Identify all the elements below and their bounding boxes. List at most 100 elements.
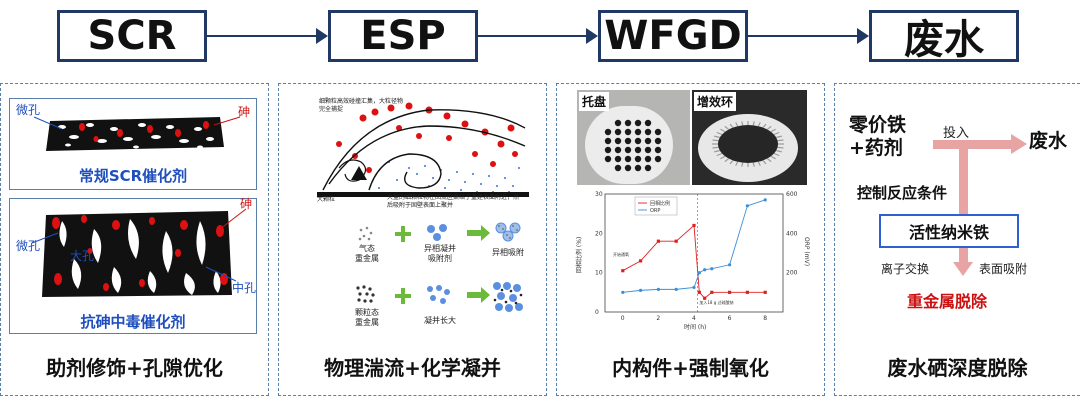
series-point-0 xyxy=(656,239,660,243)
y-axis-label: 回相比例 (%) xyxy=(575,237,583,273)
series-point-0 xyxy=(697,290,701,294)
ring-shape xyxy=(698,114,798,182)
x-tick-label: 6 xyxy=(728,315,732,322)
y-tick-label: 10 xyxy=(595,270,603,277)
conventional-catalyst-image xyxy=(33,116,241,151)
gas-metal-label: 气态 重金属 xyxy=(355,244,379,263)
panel-scr: 微孔 砷 常规SCR催化剂 xyxy=(0,83,269,396)
ring-label: 增效环 xyxy=(694,92,737,111)
flow-label-esp: ESP xyxy=(360,13,446,59)
series-point-1 xyxy=(674,287,678,291)
micropore-label: 微孔 xyxy=(16,103,41,117)
agglomerant-icon xyxy=(427,285,450,304)
series-point-1 xyxy=(763,198,767,202)
ring-photo: 增效环 xyxy=(692,90,807,185)
gas-metal-icon xyxy=(358,226,373,241)
micropore-label-2: 微孔 xyxy=(16,239,41,253)
adsorbent-icon xyxy=(427,224,447,241)
y2-axis-label: ORP (mV) xyxy=(803,237,810,266)
series-point-0 xyxy=(703,296,707,300)
x-axis-label: 时间 (h) xyxy=(684,323,706,331)
series-point-0 xyxy=(621,269,625,273)
flow-box-esp: ESP xyxy=(328,10,478,62)
agglomeration-label: 凝并长大 xyxy=(424,316,456,325)
flow-box-wfgd: WFGD xyxy=(598,10,748,62)
series-point-0 xyxy=(763,290,767,294)
series-point-1 xyxy=(745,204,749,208)
series-point-1 xyxy=(692,285,696,290)
series-point-1 xyxy=(639,288,643,292)
anti-arsenic-catalyst-caption: 抗砷中毒催化剂 xyxy=(80,313,186,331)
flow-label-wfgd: WFGD xyxy=(604,13,742,59)
x-tick-label: 8 xyxy=(763,315,767,322)
series-point-0 xyxy=(692,223,696,228)
series-point-0 xyxy=(728,290,732,294)
series-point-0 xyxy=(674,239,678,243)
series-point-1 xyxy=(621,290,625,294)
pink-arrow-shaft xyxy=(933,140,1011,149)
green-arrow-2-head xyxy=(481,287,490,303)
green-arrow-2 xyxy=(467,292,481,298)
flow-arrow-1 xyxy=(207,28,328,44)
y-tick-label: 30 xyxy=(595,191,603,198)
series-point-0 xyxy=(710,290,714,294)
flow-box-wastewater: 废水 xyxy=(869,10,1019,63)
adsorbent-label: 异相凝并 吸附剂 xyxy=(424,244,456,263)
wastewater-label: 废水 xyxy=(1029,130,1068,152)
arsenic-label: 砷 xyxy=(238,105,251,119)
annotation-persulfate: 加入18 g 过硫酸钠 xyxy=(699,299,733,305)
esp-note-large-particle: 大颗粒 xyxy=(317,196,336,203)
y2-tick-label: 600 xyxy=(786,191,798,198)
legend-label: ORP xyxy=(650,208,660,214)
panel-wastewater: 零价铁 +药剂 投入 废水 控制反应条件 活性纳米铁 离子交换 表面吸附 重金属… xyxy=(834,83,1080,396)
y2-tick-label: 400 xyxy=(786,230,798,237)
particulate-metal-icon xyxy=(356,285,375,303)
panel-esp-caption: 物理湍流+化学凝并 xyxy=(324,356,501,380)
tray-photo: 托盘 xyxy=(577,90,690,185)
series-point-1 xyxy=(703,268,707,272)
flow-arrow-3 xyxy=(748,28,869,44)
ion-exchange-label: 离子交换 xyxy=(881,262,930,276)
legend-label: 回相比例 xyxy=(650,200,670,207)
anti-arsenic-catalyst-box: 砷 微孔 大孔 中孔 抗砷中毒催化剂 xyxy=(9,197,257,334)
flow-arrow-2 xyxy=(478,28,598,44)
tray-label: 托盘 xyxy=(579,92,610,111)
green-arrow-1 xyxy=(467,230,481,236)
x-tick-label: 0 xyxy=(621,315,625,322)
heavy-metal-removal-label: 重金属脱除 xyxy=(907,292,988,311)
plus-icon-1 xyxy=(395,226,411,242)
x-tick-label: 4 xyxy=(692,315,696,322)
chart-frame xyxy=(604,193,784,313)
series-point-0 xyxy=(745,290,749,294)
legend-box xyxy=(634,196,678,216)
plus-icon-2 xyxy=(395,288,411,304)
series-point-1 xyxy=(710,267,714,271)
pink-arrow-down-head xyxy=(953,262,973,276)
panel-scr-caption: 助剂修饰+孔隙优化 xyxy=(46,356,223,380)
pink-arrow-down xyxy=(959,148,968,262)
annotation-start: 开始通氧 xyxy=(613,251,629,257)
turbulence-diagram xyxy=(317,102,529,197)
y-tick-label: 20 xyxy=(595,230,603,237)
adsorption-label: 异相吸附 xyxy=(492,248,524,257)
panel-wfgd-caption: 内构件+强制氧化 xyxy=(612,356,769,380)
pink-arrow-head xyxy=(1011,134,1027,154)
conventional-catalyst-caption: 常规SCR催化剂 xyxy=(78,167,188,185)
anti-arsenic-catalyst-image xyxy=(31,208,247,297)
macropore-label: 大孔 xyxy=(70,249,95,263)
esp-note-mid: 大量的细颗粒物在回流区集结于重建表面附近，然后吸附于固壁表面上聚并 xyxy=(387,194,520,209)
grown-particle-icon xyxy=(493,282,523,312)
control-conditions-label: 控制反应条件 xyxy=(857,184,948,202)
arsenic-label-2: 砷 xyxy=(240,197,253,211)
surface-adsorption-label: 表面吸附 xyxy=(979,262,1028,276)
add-label: 投入 xyxy=(943,126,970,141)
nano-iron-box: 活性纳米铁 xyxy=(879,214,1019,248)
y-tick-label: 0 xyxy=(595,309,599,316)
series-point-1 xyxy=(697,271,701,275)
nano-iron-label: 活性纳米铁 xyxy=(908,223,989,242)
adsorbed-icon xyxy=(495,222,521,242)
esp-note-top: 细颗粒高效碰撞汇集，大粒径物完全捕捉 xyxy=(319,98,404,113)
flow-box-scr: SCR xyxy=(57,10,207,62)
particulate-metal-label: 颗粒态 重金属 xyxy=(355,308,379,327)
